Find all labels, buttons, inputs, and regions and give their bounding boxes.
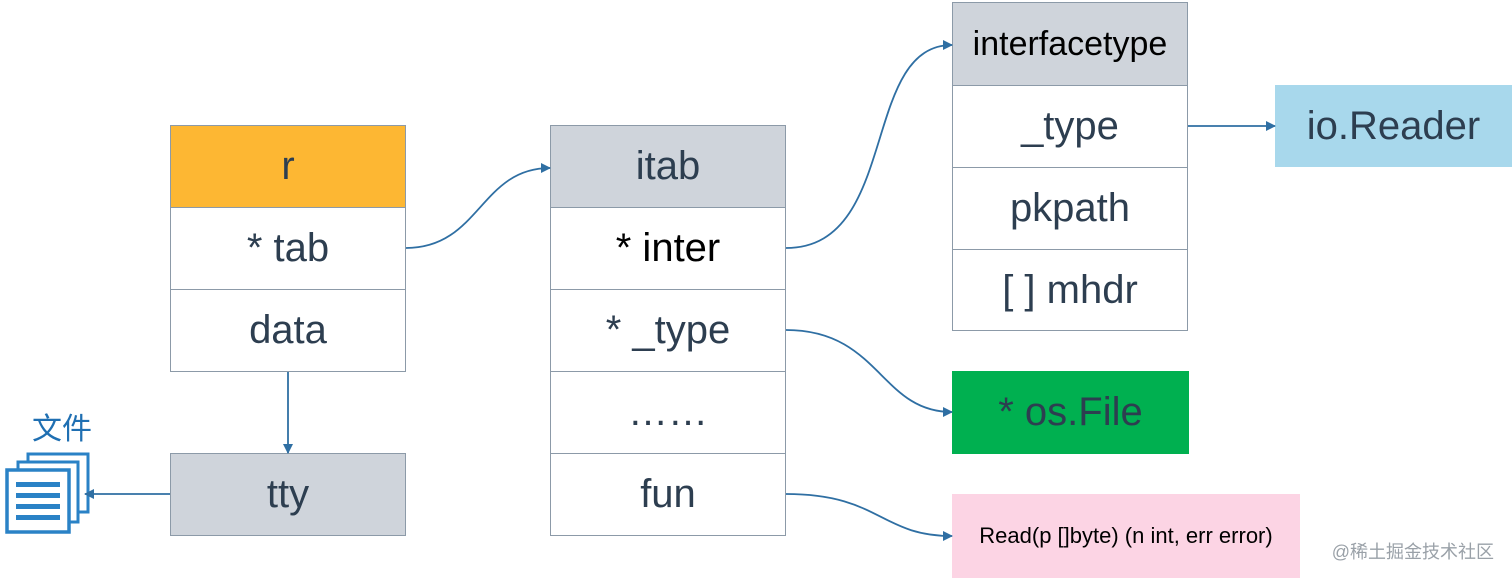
r-header: r [170,125,406,208]
itab-field-fun: fun [550,453,786,536]
interfacetype-field-type-label: _type [1021,104,1119,148]
itab-field-fun-label: fun [640,472,696,516]
arrow-inter-to-interfacetype [785,40,953,249]
r-field-data: data [170,289,406,372]
r-field-data-label: data [249,308,327,352]
itab-field-inter-label: * inter [615,226,721,270]
os-file-label: * os.File [998,390,1143,434]
interfacetype-field-mhdr-label: [ ] mhdr [1002,267,1138,312]
read-method-label: Read(p []byte) (n int, err error) [979,523,1273,548]
interfacetype-header: interfacetype [952,2,1188,86]
io-reader-label: io.Reader [1306,103,1481,148]
interfacetype-header-label: interfacetype [972,24,1168,63]
document-stack-icon [5,452,90,534]
itab-header-label: itab [635,144,701,188]
watermark: @稀土掘金技术社区 [1331,542,1494,562]
itab-field-ellipsis-label: …… [628,390,708,434]
interfacetype-field-mhdr: [ ] mhdr [952,249,1188,331]
arrow-tab-to-itab [405,163,551,249]
tty-label: tty [266,472,310,516]
r-field-tab: * tab [170,207,406,290]
interfacetype-field-pkpath-label: pkpath [1009,186,1131,230]
os-file-box: * os.File [952,371,1189,454]
r-field-tab-label: * tab [246,226,330,270]
io-reader-box: io.Reader [1275,85,1512,167]
itab-field-type-label: * _type [605,308,731,352]
tty-box: tty [170,453,406,536]
arrow-type-to-osfile [785,329,953,417]
interfacetype-field-pkpath: pkpath [952,167,1188,250]
file-label: 文件 [32,412,92,447]
r-header-label: r [281,144,295,188]
itab-header: itab [550,125,786,208]
read-method-box: Read(p []byte) (n int, err error) [952,494,1300,578]
arrow-fun-to-read [785,493,953,541]
